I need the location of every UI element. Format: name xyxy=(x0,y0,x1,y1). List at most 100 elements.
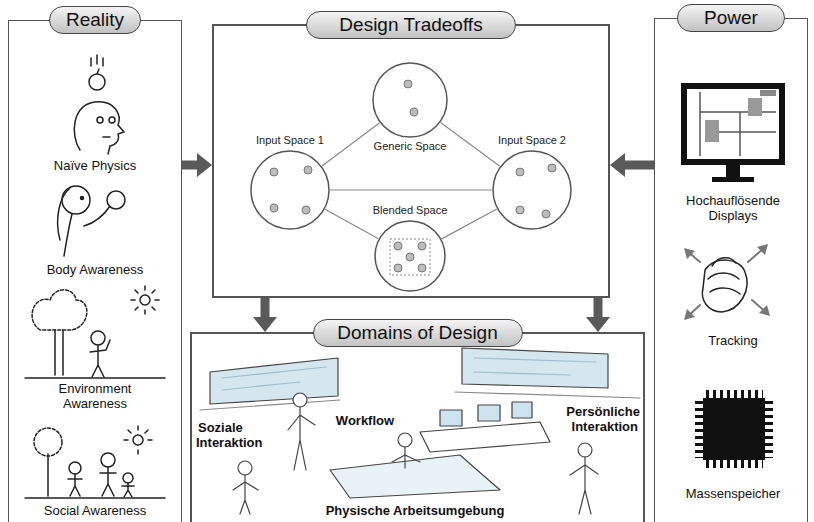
caption-text: Massenspeicher xyxy=(686,486,781,501)
connector-shaft xyxy=(442,209,497,239)
space-label: Generic Space xyxy=(374,140,447,153)
caption-label: Workflow xyxy=(330,413,400,428)
category-panel: Power xyxy=(654,18,808,522)
caption-text: Social Awareness xyxy=(44,503,146,518)
connector-shaft xyxy=(594,298,603,317)
circle-outline xyxy=(372,62,448,138)
caption-label: Tracking xyxy=(683,333,783,348)
body-awareness-sketch xyxy=(62,186,90,214)
caption-text: Tracking xyxy=(708,333,757,348)
circle-outline xyxy=(493,151,571,229)
element-dots xyxy=(406,253,414,261)
monitor-icon xyxy=(684,86,782,162)
head-sketch xyxy=(74,102,124,154)
control-room-sketch xyxy=(462,348,608,388)
caption-text: Workflow xyxy=(334,413,396,428)
caption-label: Persönliche Interaktion xyxy=(548,404,640,434)
monitor-icon xyxy=(760,90,776,96)
memory-chip-icon xyxy=(699,401,769,458)
element-dots xyxy=(394,242,402,250)
element-dots xyxy=(302,206,310,214)
caption-text: Hochauflösende Displays xyxy=(686,193,780,223)
connector-shaft xyxy=(261,298,270,317)
control-room-sketch xyxy=(474,358,596,375)
control-room-sketch xyxy=(210,358,338,404)
environment-sketch xyxy=(131,286,159,314)
block-arrow xyxy=(586,298,610,332)
tracking-icon xyxy=(702,260,747,312)
element-dots xyxy=(270,168,278,176)
head-sketch xyxy=(109,117,115,123)
caption-label: Social Awareness xyxy=(25,503,165,518)
mapping-line xyxy=(330,190,492,191)
arrow-head xyxy=(197,153,212,177)
social-sketch xyxy=(25,426,165,498)
space-circle: Input Space 2 xyxy=(492,150,572,230)
body-awareness-sketch xyxy=(58,186,125,256)
arrow-head xyxy=(586,317,610,332)
connector-shaft xyxy=(441,123,500,167)
connector-shaft xyxy=(625,161,654,170)
element-dots xyxy=(404,80,412,88)
arrow-head xyxy=(253,317,277,332)
mapping-line xyxy=(442,209,497,239)
head-sketch xyxy=(74,102,124,154)
element-dots xyxy=(410,108,418,116)
monitor-icon xyxy=(700,92,776,156)
social-sketch xyxy=(25,497,165,499)
element-dots xyxy=(394,264,402,272)
caption-label: Physische Arbeitsumgebung xyxy=(300,503,530,518)
space-label: Input Space 2 xyxy=(498,134,566,147)
control-room-sketch xyxy=(392,447,420,468)
element-dots xyxy=(516,168,524,176)
connector-shaft xyxy=(182,161,197,170)
control-room-sketch xyxy=(222,367,326,390)
tracking-icon xyxy=(759,305,770,316)
falling-apple-sketch xyxy=(91,55,103,66)
tracking-icon xyxy=(684,244,770,320)
control-room-sketch xyxy=(293,393,307,407)
block-arrow xyxy=(253,298,277,332)
monitor-icon xyxy=(684,86,782,182)
connector-shaft xyxy=(322,123,380,166)
body-awareness-sketch xyxy=(107,191,125,209)
monitor-icon xyxy=(726,165,740,177)
block-arrow xyxy=(182,153,212,177)
environment-sketch xyxy=(90,340,110,377)
header-pill: Domains of Design xyxy=(313,319,523,347)
control-room-sketch xyxy=(420,422,550,452)
caption-label: Soziale Interaktion xyxy=(196,420,280,450)
header-pill: Power xyxy=(677,4,785,32)
control-room-sketch xyxy=(578,443,592,457)
memory-chip-icon xyxy=(699,394,769,464)
social-sketch xyxy=(69,462,81,474)
circle-outline xyxy=(375,221,445,291)
head-sketch xyxy=(103,136,110,138)
tracking-icon xyxy=(757,244,768,255)
tracking-icon xyxy=(686,248,768,318)
control-room-sketch xyxy=(233,475,258,514)
social-sketch xyxy=(101,453,115,467)
element-dots xyxy=(418,264,426,272)
social-sketch xyxy=(34,428,62,456)
header-pill: Design Tradeoffs xyxy=(306,11,516,39)
falling-apple-sketch xyxy=(89,55,105,90)
body-awareness-sketch xyxy=(84,206,110,226)
control-room-sketch xyxy=(440,410,462,426)
circle-outline xyxy=(492,150,572,230)
control-room-sketch xyxy=(238,461,252,475)
social-sketch xyxy=(133,435,143,445)
body-awareness-sketch xyxy=(81,197,84,200)
tracking-icon xyxy=(684,309,695,320)
caption-label: Hochauflösende Displays xyxy=(676,193,790,223)
space-label: Blended Space xyxy=(373,204,448,217)
arrow-head xyxy=(610,153,625,177)
circle-outline xyxy=(250,150,330,230)
monitor-icon xyxy=(748,98,762,116)
element-dots xyxy=(390,239,430,275)
element-dots xyxy=(548,164,556,172)
circle-outline xyxy=(374,220,446,292)
